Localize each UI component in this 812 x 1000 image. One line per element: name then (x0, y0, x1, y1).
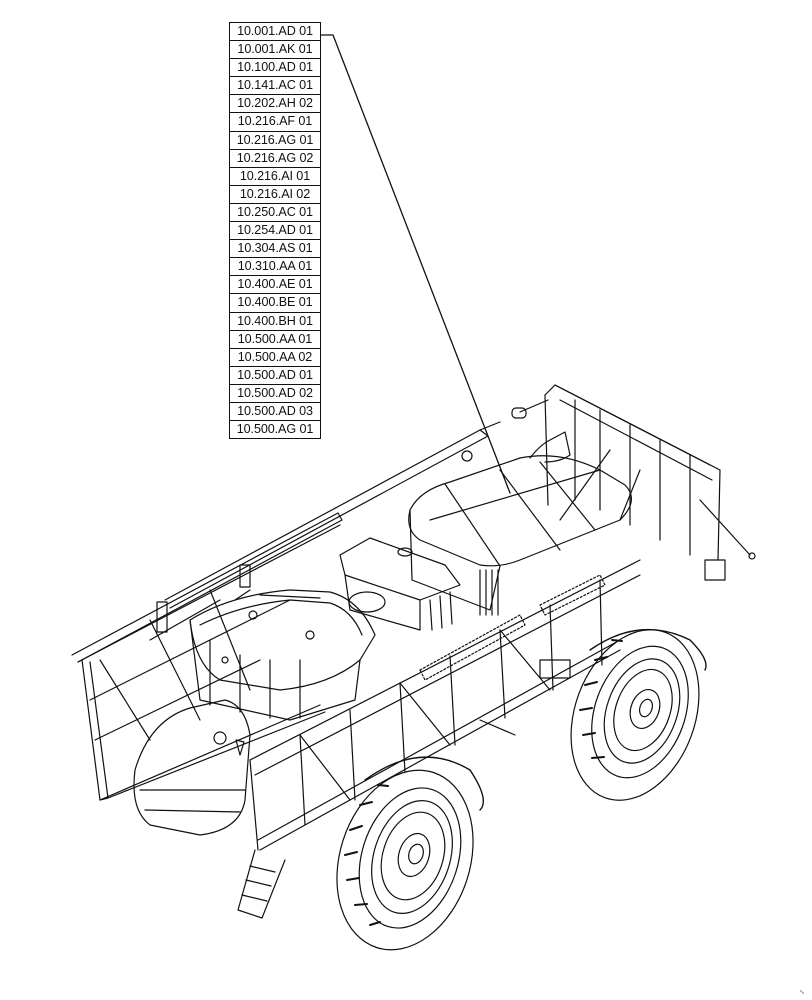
reference-label[interactable]: 10.001.AD 01 (229, 22, 321, 42)
rear-boom (511, 384, 756, 581)
corner-mark (800, 990, 804, 994)
reference-label[interactable]: 10.400.BH 01 (229, 311, 321, 331)
chassis (249, 559, 641, 851)
ladder (237, 849, 286, 919)
cab (189, 589, 376, 721)
reference-label[interactable]: 10.001.AK 01 (229, 40, 321, 60)
reference-label-list: 10.001.AD 01 10.001.AK 01 10.100.AD 01 1… (229, 22, 321, 440)
reference-label[interactable]: 10.216.AI 02 (229, 184, 321, 204)
reference-label[interactable]: 10.500.AD 02 (229, 383, 321, 403)
reference-label[interactable]: 10.500.AD 01 (229, 365, 321, 385)
reference-label[interactable]: 10.202.AH 02 (229, 94, 321, 114)
reference-label[interactable]: 10.100.AD 01 (229, 58, 321, 78)
reference-label[interactable]: 10.500.AG 01 (229, 420, 321, 440)
reference-label[interactable]: 10.310.AA 01 (229, 257, 321, 277)
reference-label[interactable]: 10.304.AS 01 (229, 239, 321, 259)
reference-label[interactable]: 10.400.BE 01 (229, 293, 321, 313)
reference-label[interactable]: 10.250.AC 01 (229, 202, 321, 223)
reference-label[interactable]: 10.216.AF 01 (229, 112, 321, 132)
rear-wheel (570, 628, 707, 801)
reference-label[interactable]: 10.216.AG 02 (229, 148, 321, 168)
reference-label[interactable]: 10.500.AA 01 (229, 329, 321, 349)
reference-label[interactable]: 10.400.AE 01 (229, 275, 321, 295)
reference-label[interactable]: 10.254.AD 01 (229, 221, 321, 241)
aux-tank (339, 537, 461, 631)
reference-label[interactable]: 10.500.AA 02 (229, 347, 321, 367)
reference-label[interactable]: 10.216.AG 01 (229, 130, 321, 150)
front-wheel (336, 756, 484, 951)
reference-label[interactable]: 10.500.AD 03 (229, 401, 321, 422)
left-boom (71, 421, 501, 801)
front-hood (133, 699, 251, 836)
reference-label[interactable]: 10.141.AC 01 (229, 76, 321, 96)
reference-label[interactable]: 10.216.AI 01 (229, 166, 321, 186)
leader-line (319, 34, 511, 494)
main-tank (408, 431, 632, 616)
